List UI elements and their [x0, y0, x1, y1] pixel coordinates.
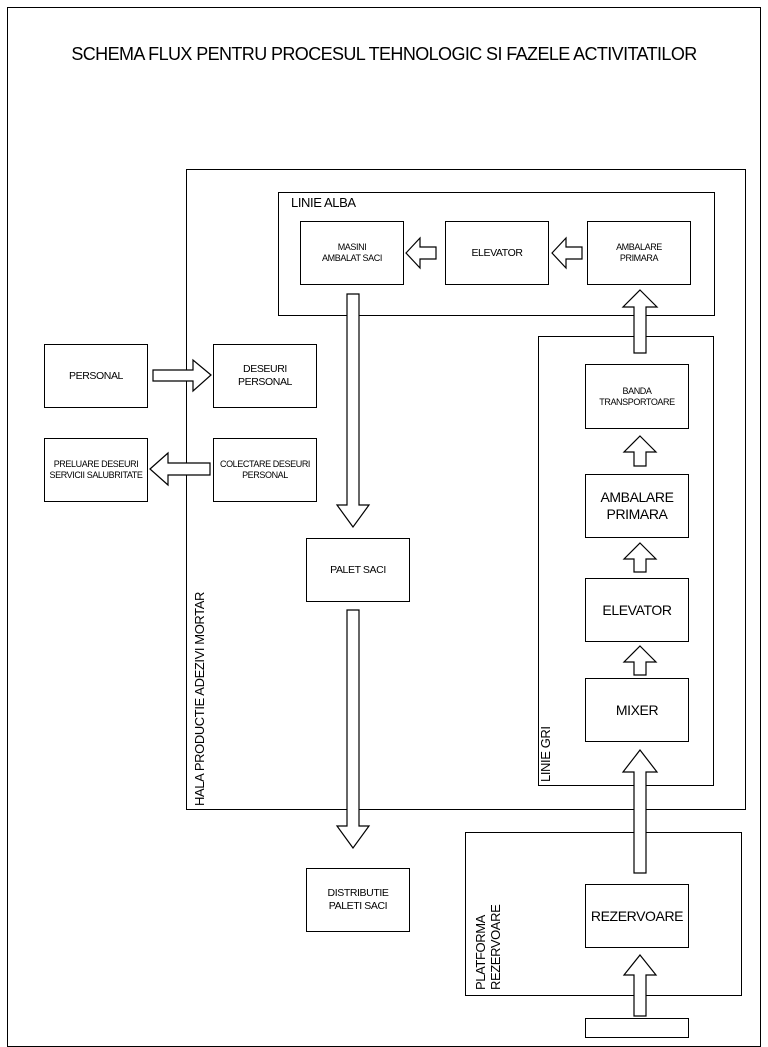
box-personal: PERSONAL: [44, 344, 148, 408]
region-hala: [186, 169, 746, 810]
box-masini-line1: MASINI: [337, 242, 367, 253]
box-colectare-line1: COLECTARE DESEURI: [219, 459, 311, 470]
box-banda-line1: BANDA: [622, 385, 652, 396]
box-masini-line2: AMBALAT SACI: [322, 253, 382, 263]
box-elevator-gri: ELEVATOR: [585, 578, 689, 642]
box-elevator-alba-label: ELEVATOR: [471, 246, 523, 259]
box-ambalare-gri-line1: AMBALARE: [600, 489, 674, 506]
box-deseuri-personal: DESEURI PERSONAL: [213, 344, 317, 408]
box-elevator-alba: ELEVATOR: [445, 221, 549, 285]
box-palet-saci-label: PALET SACI: [330, 563, 386, 576]
region-linie-alba-label: LINIE ALBA: [291, 195, 356, 210]
box-palet-saci: PALET SACI: [306, 538, 410, 602]
box-ambalare-primara-gri: AMBALARE PRIMARA: [585, 474, 689, 538]
region-platforma: [465, 832, 742, 996]
box-ambalare-primara-alba: AMBALARE PRIMARA: [587, 221, 691, 285]
region-platforma-label: PLATFORMA REZERVOARE: [473, 905, 503, 990]
box-colectare-deseuri: COLECTARE DESEURI PERSONAL: [213, 438, 317, 502]
box-ambalare-alba-line2: PRIMARA: [619, 253, 659, 263]
box-mixer-label: MIXER: [615, 701, 659, 718]
box-partial-bottom: [585, 1018, 689, 1038]
box-personal-label: PERSONAL: [69, 369, 123, 382]
box-distributie-paleti: DISTRIBUTIE PALETI SACI: [306, 868, 410, 932]
diagram-title: SCHEMA FLUX PENTRU PROCESUL TEHNOLOGIC S…: [71, 44, 697, 64]
box-deseuri-line2: PERSONAL: [238, 376, 292, 388]
region-platforma-label-line1: PLATFORMA: [473, 915, 488, 990]
box-banda-line2: TRANSPORTOARE: [599, 396, 675, 407]
region-hala-label: HALA PRODUCTIE ADEZIVI MORTAR: [192, 591, 207, 806]
box-elevator-gri-label: ELEVATOR: [602, 601, 672, 618]
box-preluare-deseuri: PRELUARE DESEURI SERVICII SALUBRITATE: [44, 438, 148, 502]
box-rezervoare: REZERVOARE: [585, 884, 689, 948]
box-colectare-line2: PERSONAL: [242, 470, 288, 480]
region-linie-gri-label: LINIE GRI: [538, 726, 553, 782]
box-preluare-line2: SERVICII SALUBRITATE: [49, 470, 143, 480]
box-rezervoare-label: REZERVOARE: [590, 907, 684, 924]
box-masini-ambalat-saci: MASINI AMBALAT SACI: [300, 221, 404, 285]
box-preluare-line1: PRELUARE DESEURI: [53, 459, 139, 470]
box-mixer: MIXER: [585, 678, 689, 742]
region-platforma-label-line2: REZERVOARE: [488, 904, 503, 990]
box-distributie-line1: DISTRIBUTIE: [327, 887, 389, 900]
box-banda-transportoare: BANDA TRANSPORTOARE: [585, 364, 689, 429]
box-distributie-line2: PALETI SACI: [328, 900, 388, 912]
box-ambalare-gri-line2: PRIMARA: [606, 506, 668, 522]
box-ambalare-alba-line1: AMBALARE: [616, 242, 662, 253]
region-linie-alba: [278, 192, 715, 316]
box-deseuri-line1: DESEURI: [243, 363, 287, 376]
